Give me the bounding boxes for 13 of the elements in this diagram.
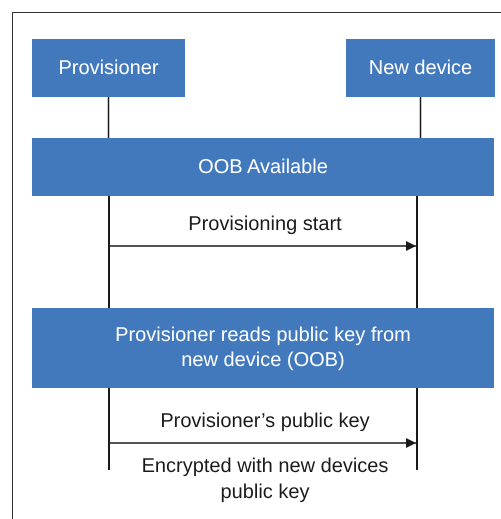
lifeline: [108, 97, 110, 138]
lifeline: [420, 97, 422, 138]
lifeline: [416, 388, 418, 470]
message-note: Encrypted with new devices public key: [140, 454, 390, 505]
participant-box: Provisioner: [32, 39, 185, 97]
message-arrow: [110, 241, 416, 251]
note-band: OOB Available: [32, 138, 494, 196]
lifeline: [108, 388, 110, 470]
lifeline: [108, 196, 110, 308]
note-band: Provisioner reads public key from new device (OOB): [32, 308, 494, 388]
lifeline: [416, 196, 418, 308]
participant-box: New device: [346, 39, 495, 97]
message-arrow: [110, 438, 416, 448]
